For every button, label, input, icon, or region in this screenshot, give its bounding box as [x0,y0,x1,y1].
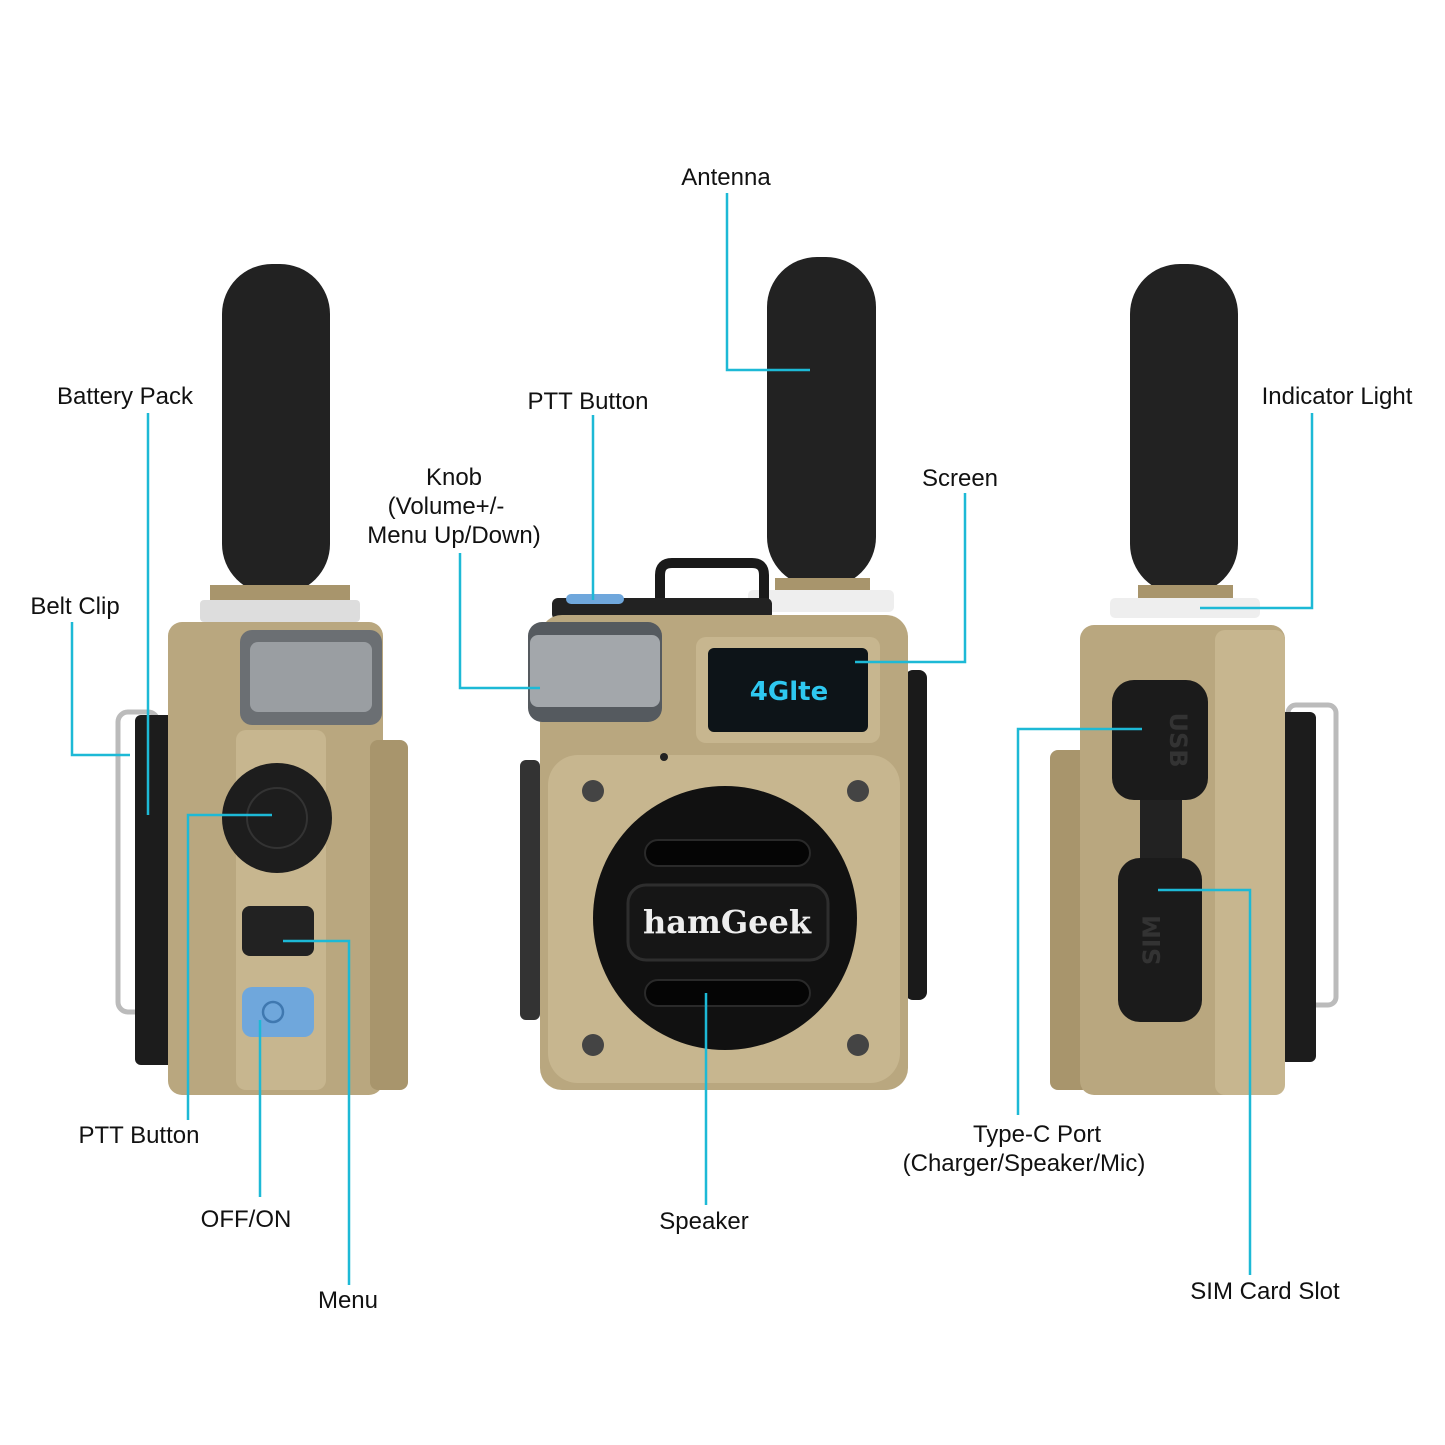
label-ptt-top: PTT Button [528,388,649,415]
label-knob-line3: Menu Up/Down) [367,522,540,549]
battery-pack [135,715,175,1065]
leader-belt-clip [70,622,130,757]
label-indicator-light: Indicator Light [1262,383,1413,410]
label-screen: Screen [922,465,998,492]
antenna [767,257,876,587]
sim-cap [1118,858,1202,1022]
label-off-on: OFF/ON [201,1206,292,1233]
leader-indicator-light [1200,413,1314,610]
screen [708,648,868,732]
label-menu: Menu [318,1287,378,1314]
label-battery-pack: Battery Pack [57,383,194,410]
leader-menu [283,939,351,1285]
label-antenna: Antenna [681,164,771,191]
leader-antenna [725,193,810,372]
leader-typec [1016,727,1142,1115]
leader-screen [855,493,967,664]
leader-ptt-side [186,813,272,1120]
leader-lines [70,193,1314,1285]
usb-cap [1112,680,1208,800]
label-knob-line2: (Volume+/- [388,493,505,520]
power-button [242,987,314,1037]
label-ptt-side: PTT Button [79,1122,200,1149]
brand-logo: hamGeek [643,903,812,941]
menu-button [242,906,314,956]
battery-pack [1280,712,1316,1062]
leader-knob [458,553,540,690]
indicator-light [1110,598,1260,618]
center-device: 4Glte hamGeek [520,257,927,1090]
handle [655,558,769,600]
label-belt-clip: Belt Clip [30,593,119,620]
label-typec-line2: (Charger/Speaker/Mic) [903,1150,1146,1177]
antenna [222,264,330,594]
label-speaker: Speaker [659,1208,748,1235]
screen-text: 4Glte [750,677,828,707]
antenna [1130,264,1238,594]
usb-cap-text: USB [1164,712,1192,767]
ptt-button-side [222,763,332,873]
leader-sim [1158,888,1252,1275]
left-device [115,264,408,1095]
label-typec: Type-C Port [973,1121,1101,1148]
labels: Antenna Battery Pack Belt Clip Knob (Vol… [30,164,1412,1314]
label-sim-slot: SIM Card Slot [1190,1278,1340,1305]
sim-cap-text: SIM [1138,915,1166,965]
ptt-button-top [566,594,624,604]
label-knob: Knob [426,464,482,491]
right-device: USB SIM [1050,264,1339,1095]
